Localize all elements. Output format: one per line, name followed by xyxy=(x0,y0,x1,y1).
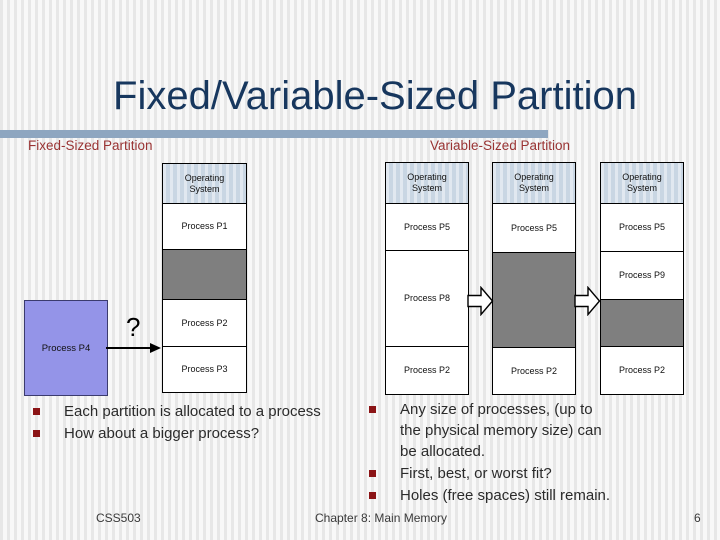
memory-section-process: Process P5 xyxy=(601,204,683,252)
process-p4-label: Process P4 xyxy=(41,342,91,354)
list-item: Any size of processes, (up to the physic… xyxy=(366,399,616,462)
variable-memory-column-2: Operating System Process P5 Process P2 xyxy=(492,162,576,395)
memory-section-process: Process P2 xyxy=(601,347,683,394)
bullet-square-icon xyxy=(33,430,40,437)
memory-section-os: Operating System xyxy=(163,164,246,204)
variable-memory-column-3: Operating System Process P5 Process P9 P… xyxy=(600,162,684,395)
list-item: Each partition is allocated to a process xyxy=(30,401,352,422)
bullet-square-icon xyxy=(369,406,376,413)
bullet-square-icon xyxy=(369,492,376,499)
title-underline-bar xyxy=(0,130,548,138)
memory-section-hole xyxy=(493,253,575,348)
list-item: First, best, or worst fit? xyxy=(366,463,616,484)
memory-section-process: Process P5 xyxy=(493,204,575,253)
question-mark: ? xyxy=(126,312,141,342)
variable-bullet-list: Any size of processes, (up to the physic… xyxy=(366,399,616,506)
footer-chapter: Chapter 8: Main Memory xyxy=(315,511,448,525)
memory-section-process: Process P2 xyxy=(163,300,246,347)
footer-page-number: 6 xyxy=(694,511,701,525)
memory-section-process: Process P2 xyxy=(386,347,468,394)
memory-section-process: Process P1 xyxy=(163,204,246,250)
memory-section-process: Process P3 xyxy=(163,347,246,392)
memory-section-os: Operating System xyxy=(386,163,468,204)
footer-course: CSS503 xyxy=(96,511,141,525)
variable-memory-column-1: Operating System Process P5 Process P8 P… xyxy=(385,162,469,395)
memory-section-hole xyxy=(163,250,246,300)
fixed-partition-heading: Fixed-Sized Partition xyxy=(28,138,153,153)
allocation-arrow-icon xyxy=(106,343,161,353)
slide-title: Fixed/Variable-Sized Partition xyxy=(113,74,637,118)
fixed-bullet-list: Each partition is allocated to a process… xyxy=(30,401,352,444)
memory-section-process: Process P5 xyxy=(386,204,468,251)
memory-section-hole xyxy=(601,300,683,347)
memory-section-process: Process P9 xyxy=(601,252,683,300)
bullet-square-icon xyxy=(369,470,376,477)
memory-section-process: Process P2 xyxy=(493,348,575,394)
fixed-memory-column: Operating System Process P1 Process P2 P… xyxy=(162,163,247,393)
bullet-square-icon xyxy=(33,408,40,415)
list-item: How about a bigger process? xyxy=(30,423,352,444)
block-arrow-icon xyxy=(574,286,601,316)
memory-section-os: Operating System xyxy=(493,163,575,204)
block-arrow-icon xyxy=(467,286,494,316)
process-p4-box: Process P4 xyxy=(24,300,108,396)
memory-section-process: Process P8 xyxy=(386,251,468,347)
memory-section-os: Operating System xyxy=(601,163,683,204)
variable-partition-heading: Variable-Sized Partition xyxy=(430,138,571,153)
list-item: Holes (free spaces) still remain. xyxy=(366,485,616,506)
